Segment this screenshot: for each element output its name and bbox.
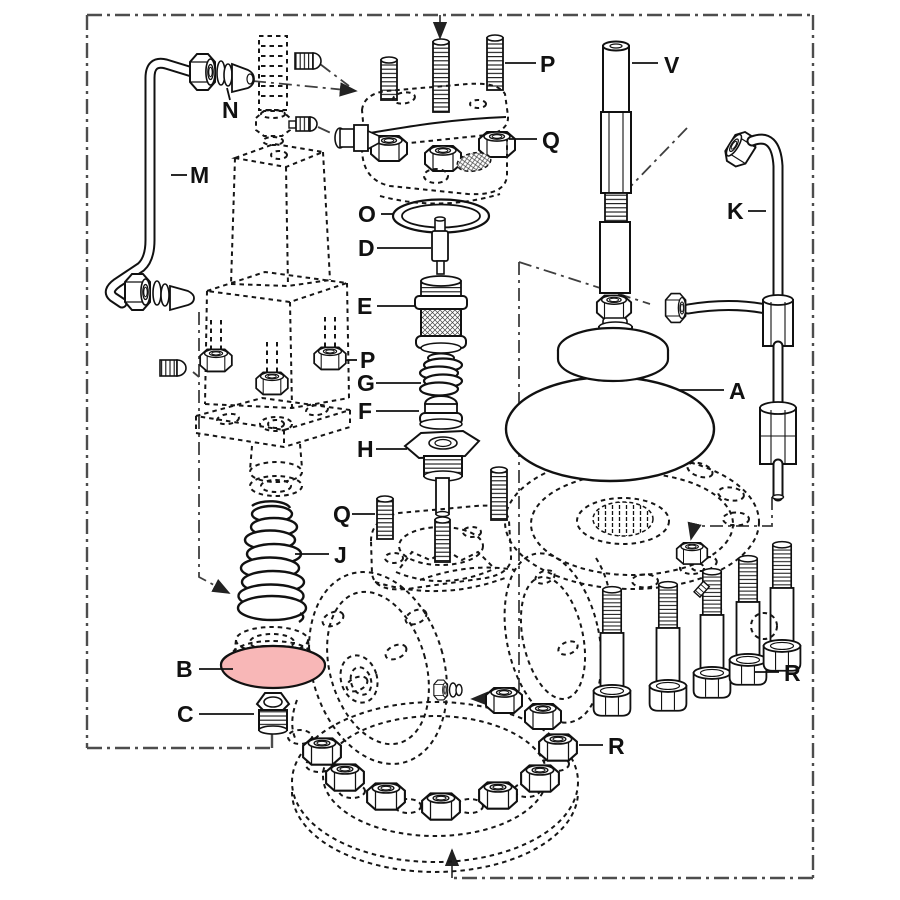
top-nut-q3: [478, 130, 516, 158]
label-o: O: [358, 201, 376, 227]
stud-q-left: [376, 498, 394, 540]
trim-column: [391, 198, 491, 518]
side-plug: [159, 359, 187, 377]
label-r-nuts: R: [608, 733, 625, 759]
fitting-n-lower: [124, 273, 195, 312]
plug-f: [419, 395, 463, 430]
label-q-top: Q: [542, 127, 560, 153]
plug-upper: [294, 52, 322, 70]
bushing-h: [403, 429, 481, 518]
compression-fitting: [334, 124, 380, 152]
top-nut-q2: [424, 144, 462, 172]
fitting-n-upper: [189, 53, 255, 94]
center-fitting: [433, 679, 463, 701]
flange-bolts-r: [592, 540, 802, 717]
external-pipe-k: [664, 127, 797, 502]
highlighted-part-b: [219, 644, 327, 690]
label-q-mid: Q: [333, 501, 351, 527]
label-p-top: P: [540, 51, 555, 77]
cage-e: [414, 275, 468, 354]
label-v: V: [664, 52, 680, 78]
small-screw: [693, 580, 711, 599]
label-g: G: [357, 370, 375, 396]
stud-q-center: [434, 519, 451, 563]
plug-lower: [288, 116, 318, 132]
label-p-mid: P: [360, 347, 375, 373]
pilot-mount-plate: [369, 466, 513, 593]
bonnet-nut: [675, 541, 709, 565]
diaphragm-a: [504, 375, 716, 483]
label-e: E: [357, 293, 372, 319]
stem-d: [431, 216, 449, 275]
stud-q-right: [490, 469, 508, 521]
label-b: B: [176, 656, 193, 682]
label-f: F: [358, 398, 372, 424]
label-a: A: [729, 378, 746, 404]
pilot-nut-p2: [255, 371, 289, 396]
pilot-body: [159, 35, 351, 497]
pilot-tube-m: [104, 53, 255, 312]
hex-plug-c: [255, 692, 291, 735]
label-c: C: [177, 701, 194, 727]
pilot-nut-p3: [313, 346, 347, 371]
pilot-nut-p1: [199, 348, 233, 373]
spring-g: [418, 352, 464, 397]
boundary-frame: [85, 13, 815, 880]
label-n: N: [222, 97, 239, 123]
label-m: M: [190, 162, 209, 188]
conical-spring-j: [236, 500, 308, 624]
label-h: H: [357, 436, 374, 462]
callout-labels: N M P Q V K O D E P G F H A Q J B C R: [171, 51, 801, 759]
pipe-k-branch-nut: [664, 292, 687, 324]
label-r-bolts: R: [784, 660, 801, 686]
label-d: D: [358, 235, 375, 261]
top-plate-assembly: [288, 34, 516, 205]
label-j: J: [334, 542, 347, 568]
label-k: K: [727, 198, 744, 224]
stem-rod-v: [556, 40, 670, 383]
